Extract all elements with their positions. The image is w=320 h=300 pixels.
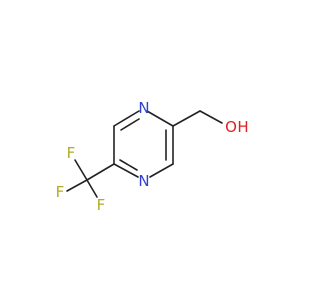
bond-n1-c2 bbox=[146, 110, 174, 127]
atom-f3-label: F bbox=[97, 196, 106, 214]
bond-c6-n1-double bbox=[120, 118, 140, 131]
atom-n1-label: N bbox=[138, 99, 149, 117]
atom-oxygen-label: O bbox=[225, 118, 237, 136]
bond-c6-n1 bbox=[113, 110, 140, 127]
structure-diagram: N N O H F F F bbox=[56, 99, 249, 214]
bond-n4-c5 bbox=[113, 163, 139, 178]
bond-n4-c5-double bbox=[119, 159, 138, 171]
bond-cf3-f2 bbox=[66, 179, 88, 192]
atom-f1-label: F bbox=[67, 144, 76, 162]
atom-f2-label: F bbox=[56, 183, 65, 201]
atom-n4-label: N bbox=[138, 172, 149, 190]
bond-cf3-f3 bbox=[86, 179, 98, 198]
bond-ring-ch2 bbox=[172, 110, 201, 127]
bond-cf3-f1 bbox=[74, 159, 88, 181]
bond-ch2-o bbox=[199, 110, 223, 124]
molecule-canvas: N N O H F F F bbox=[55, 99, 249, 214]
bond-ring-cf3 bbox=[86, 163, 115, 181]
atom-hydroxyl-h-label: H bbox=[237, 118, 248, 136]
bond-c3-n4 bbox=[149, 163, 174, 178]
